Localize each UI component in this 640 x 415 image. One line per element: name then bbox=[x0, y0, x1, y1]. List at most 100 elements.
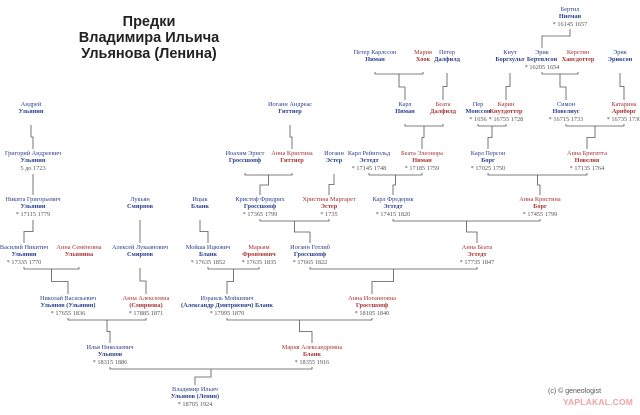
person-surname: Далфилд bbox=[430, 108, 456, 116]
person-surname: Гроссшопф bbox=[243, 203, 277, 211]
person-surname: Эстедт bbox=[383, 203, 403, 211]
person-surname: Смирнов bbox=[127, 203, 153, 211]
descent-line bbox=[294, 221, 311, 243]
person-surname: Ульянов (Ленин) bbox=[170, 393, 220, 401]
person-name: Анна Семёновна bbox=[56, 244, 102, 251]
person-dates: * 18705 1924 bbox=[177, 400, 213, 408]
person-name: Анна Алексеевна bbox=[122, 295, 170, 302]
couple-line bbox=[374, 72, 424, 75]
title-line-2: Владимира Ильича bbox=[78, 30, 220, 46]
person-name: Кристоф Фридрих bbox=[235, 196, 285, 203]
person-surname: Ульянина bbox=[64, 251, 94, 259]
person-name: Карл bbox=[398, 101, 412, 108]
person-surname: Эриксон bbox=[607, 56, 633, 64]
site-watermark: YAPLAKAL.COM bbox=[563, 397, 634, 407]
person-surname: Хансдоттер bbox=[561, 56, 595, 64]
couple-line bbox=[259, 219, 330, 222]
couple-line bbox=[67, 318, 147, 321]
person-name: Илья Николаевич bbox=[86, 344, 134, 351]
person-dates: * 18105 1840 bbox=[354, 309, 390, 317]
person-surname: (Александр Дмитриевич) Бланк bbox=[181, 302, 273, 310]
descent-line bbox=[505, 73, 511, 100]
person-name: Анна Бригитта bbox=[566, 150, 608, 157]
couple-line bbox=[368, 173, 423, 176]
copyright-text: (c) © geneologist bbox=[548, 388, 602, 395]
person-dates: * 17335 1770 bbox=[6, 258, 42, 266]
couple-line bbox=[565, 124, 625, 127]
descent-line bbox=[106, 320, 111, 343]
person-dates: * 17635 1835 bbox=[241, 258, 277, 266]
person-dates: * 17025 1750 bbox=[470, 164, 506, 172]
person-surname: Эстер bbox=[320, 203, 338, 211]
person-name: Мойша Ицкович bbox=[185, 244, 231, 251]
descent-line bbox=[30, 125, 34, 149]
person-name: Петер Карлссон bbox=[353, 49, 397, 56]
person-surname: Ульянин bbox=[18, 108, 44, 116]
person-dates: * 18315 1886 bbox=[92, 358, 128, 366]
descent-line bbox=[194, 369, 212, 385]
person-name: Израиль Мойшевич bbox=[200, 295, 254, 302]
person-surname: Кнутдоттер bbox=[489, 108, 523, 116]
person-surname: Гроссшопф bbox=[355, 302, 389, 310]
person-name: Иоганн Готлиб bbox=[290, 244, 330, 251]
person-name: Пер bbox=[472, 101, 484, 108]
person-name: Карин bbox=[497, 101, 515, 108]
person-surname: Ниман bbox=[365, 56, 385, 64]
person-name: Григорий Андреевич bbox=[4, 150, 62, 157]
person-name: Анна Кристина bbox=[519, 196, 561, 203]
couple-line bbox=[541, 72, 579, 75]
person-surname: Бланк bbox=[190, 203, 210, 211]
descent-line bbox=[289, 125, 293, 149]
person-surname: Ульянин bbox=[20, 203, 46, 211]
person-surname: Ниман bbox=[395, 108, 415, 116]
person-name: Марьям bbox=[248, 244, 270, 251]
person-dates: * 1735 bbox=[320, 210, 338, 218]
person-name: Анна Иоганновна bbox=[348, 295, 396, 302]
couple-line bbox=[477, 124, 507, 127]
person-dates: * 17145 1748 bbox=[351, 164, 387, 172]
person-surname: Борг bbox=[481, 157, 495, 165]
person-anna-a: Анна Алексеевна(Смирнова)* 17885 1871 bbox=[123, 295, 170, 317]
person-dates: * 17365 1799 bbox=[242, 210, 278, 218]
person-name: Никита Григорьевич bbox=[5, 196, 61, 203]
person-name: Карл Персон bbox=[470, 150, 506, 157]
descent-line bbox=[51, 269, 69, 294]
person-name: Лукьян bbox=[130, 196, 150, 203]
title-line-3: Ульянова (Ленина) bbox=[81, 46, 217, 62]
person-name: Иоганн Андреас bbox=[267, 101, 313, 108]
person-surname: Смирнов bbox=[127, 251, 153, 259]
person-dates: * 16205 1654 bbox=[524, 63, 560, 71]
person-dates: * 16145 1657 bbox=[552, 20, 588, 28]
person-dates: 5 до 1723 bbox=[20, 164, 46, 172]
person-name: Николай Васильевич bbox=[39, 295, 97, 302]
person-name: Бертил bbox=[560, 6, 580, 13]
descent-line bbox=[139, 268, 147, 294]
person-name: Анна Кристина bbox=[271, 150, 313, 157]
person-name: Карл Фредерик bbox=[372, 196, 414, 203]
couple-line bbox=[404, 124, 444, 127]
person-surname: Бланк bbox=[198, 251, 218, 259]
person-name: Беата Элеонора bbox=[401, 150, 443, 157]
couple-line bbox=[309, 267, 478, 270]
person-dates: * 17995 1870 bbox=[209, 309, 245, 317]
person-name: Владимир Ильич bbox=[172, 386, 218, 393]
person-surname: Новелия bbox=[574, 157, 600, 165]
